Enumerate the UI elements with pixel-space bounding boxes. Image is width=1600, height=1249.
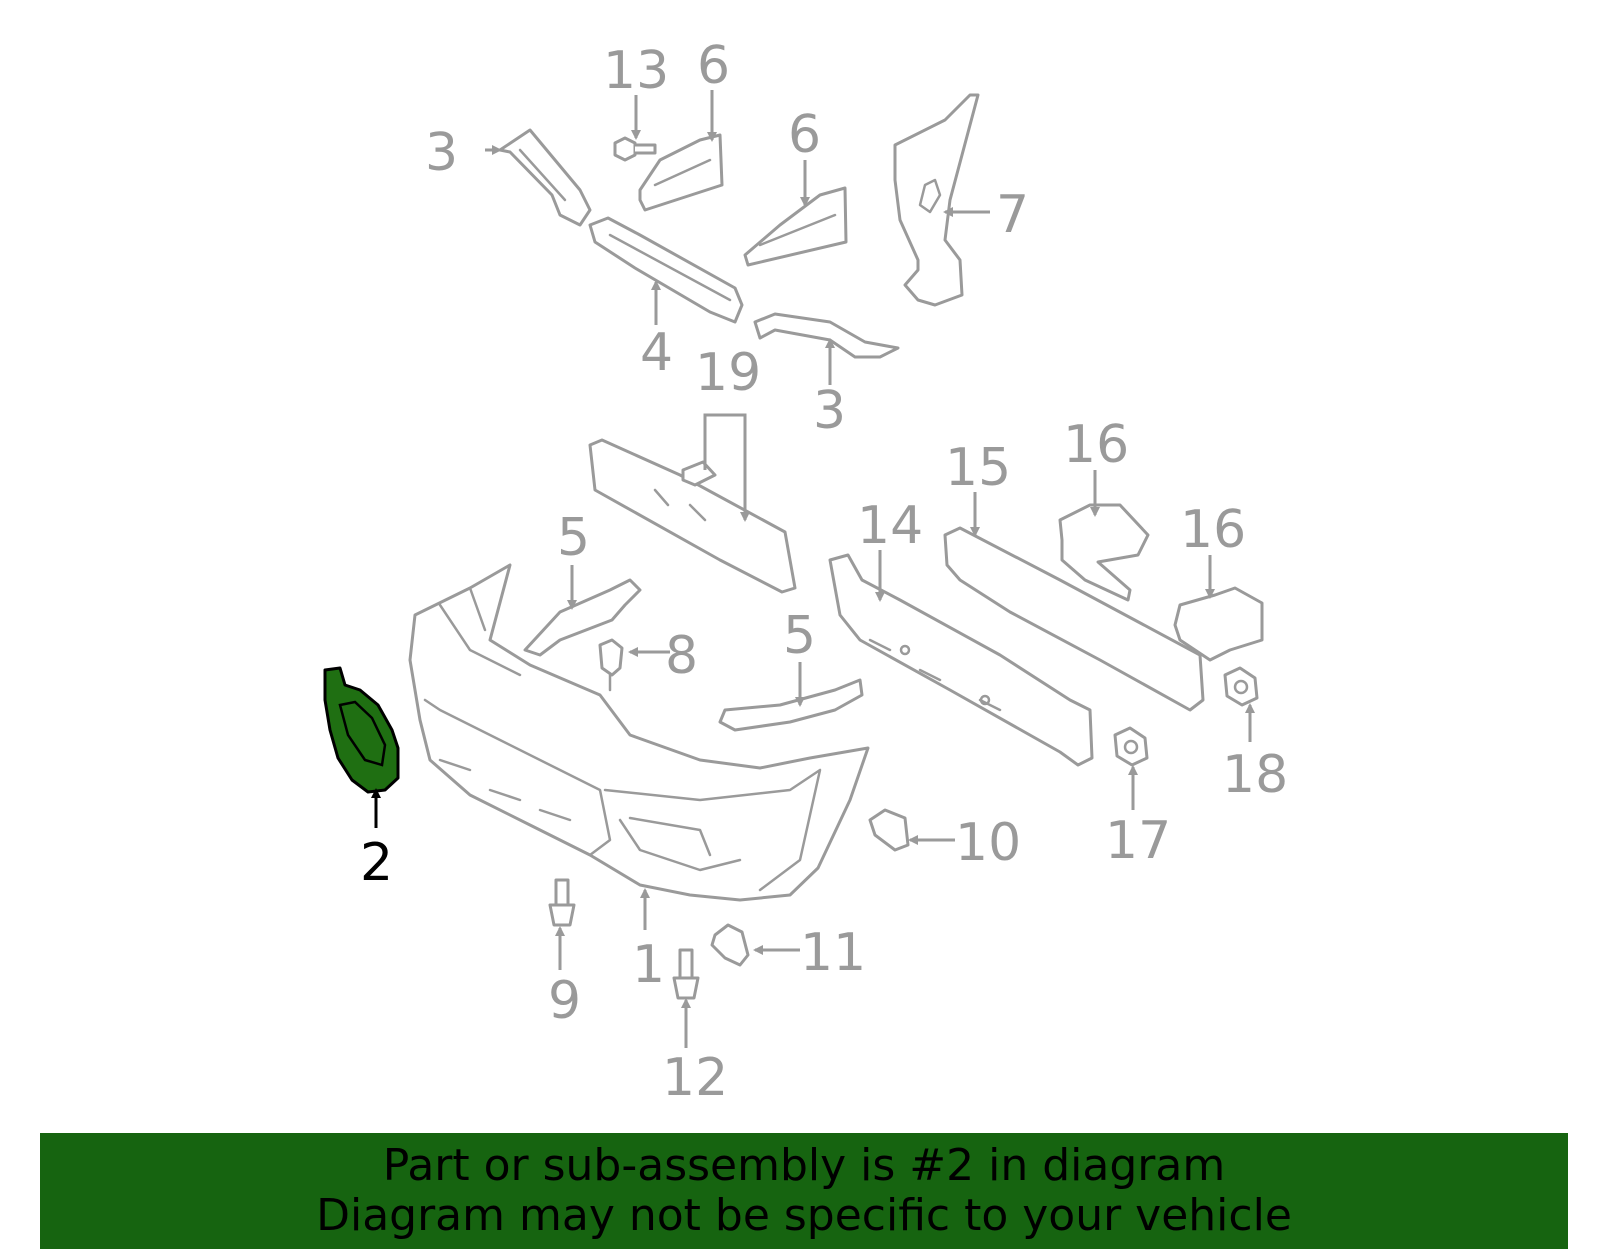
callout-13: 13 <box>603 41 669 101</box>
callout-3-right: 3 <box>813 381 846 441</box>
part-6-bracket-upper <box>638 133 724 212</box>
part-3-left-bracket <box>498 128 592 227</box>
part-16-bracket-lower <box>1173 586 1264 662</box>
callout-7: 7 <box>996 185 1029 245</box>
callout-12: 12 <box>662 1048 728 1108</box>
callout-6-lower: 6 <box>788 105 821 165</box>
part-16-bracket-upper <box>1058 503 1150 602</box>
part-18-nut <box>1223 666 1259 707</box>
part-3-right-bracket <box>753 312 900 359</box>
callout-15: 15 <box>945 438 1011 498</box>
part-1-bumper-cover <box>408 563 870 902</box>
part-8-clip <box>598 638 624 692</box>
callout-19: 19 <box>695 343 761 403</box>
banner-line-2: Diagram may not be specific to your vehi… <box>316 1190 1292 1241</box>
part-12-bolt <box>672 948 700 1000</box>
callout-4: 4 <box>640 323 673 383</box>
callout-17: 17 <box>1105 811 1171 871</box>
callout-3-left: 3 <box>425 123 458 183</box>
callout-6-upper: 6 <box>697 36 730 96</box>
callout-2-highlighted: 2 <box>360 833 393 893</box>
part-10-clip <box>868 808 910 852</box>
callout-18: 18 <box>1222 745 1288 805</box>
part-5-bracket-upper <box>523 578 642 657</box>
part-14-reinforcement <box>828 553 1094 767</box>
callout-16-lower: 16 <box>1180 500 1246 560</box>
part-4-rail <box>588 216 744 324</box>
part-9-bolt <box>548 878 576 927</box>
part-15-absorber <box>943 526 1205 712</box>
callout-16-upper: 16 <box>1063 415 1129 475</box>
part-2-fog-lamp-bezel-highlighted[interactable] <box>323 666 400 794</box>
leader-lines <box>371 90 1255 1048</box>
callout-14: 14 <box>857 496 923 556</box>
callout-8: 8 <box>665 626 698 686</box>
info-banner: Part or sub-assembly is #2 in diagram Di… <box>40 1133 1568 1249</box>
callout-1: 1 <box>632 935 665 995</box>
part-5-bracket-lower <box>718 678 864 732</box>
part-6-bracket-lower <box>743 186 848 267</box>
callout-10: 10 <box>955 813 1021 873</box>
callout-5-lower: 5 <box>783 606 816 666</box>
part-7-panel <box>893 93 980 307</box>
banner-line-1: Part or sub-assembly is #2 in diagram <box>382 1140 1226 1191</box>
part-11-clip <box>710 923 750 967</box>
part-13-bolt <box>613 136 657 162</box>
part-17-nut <box>1113 726 1149 767</box>
part-19-grille-trim <box>588 438 797 594</box>
callout-9: 9 <box>548 971 581 1031</box>
callout-labels: 3 13 6 6 7 4 3 19 5 8 5 14 15 16 16 17 1… <box>360 36 1288 1108</box>
callout-5-upper: 5 <box>557 508 590 568</box>
callout-11: 11 <box>800 923 866 983</box>
